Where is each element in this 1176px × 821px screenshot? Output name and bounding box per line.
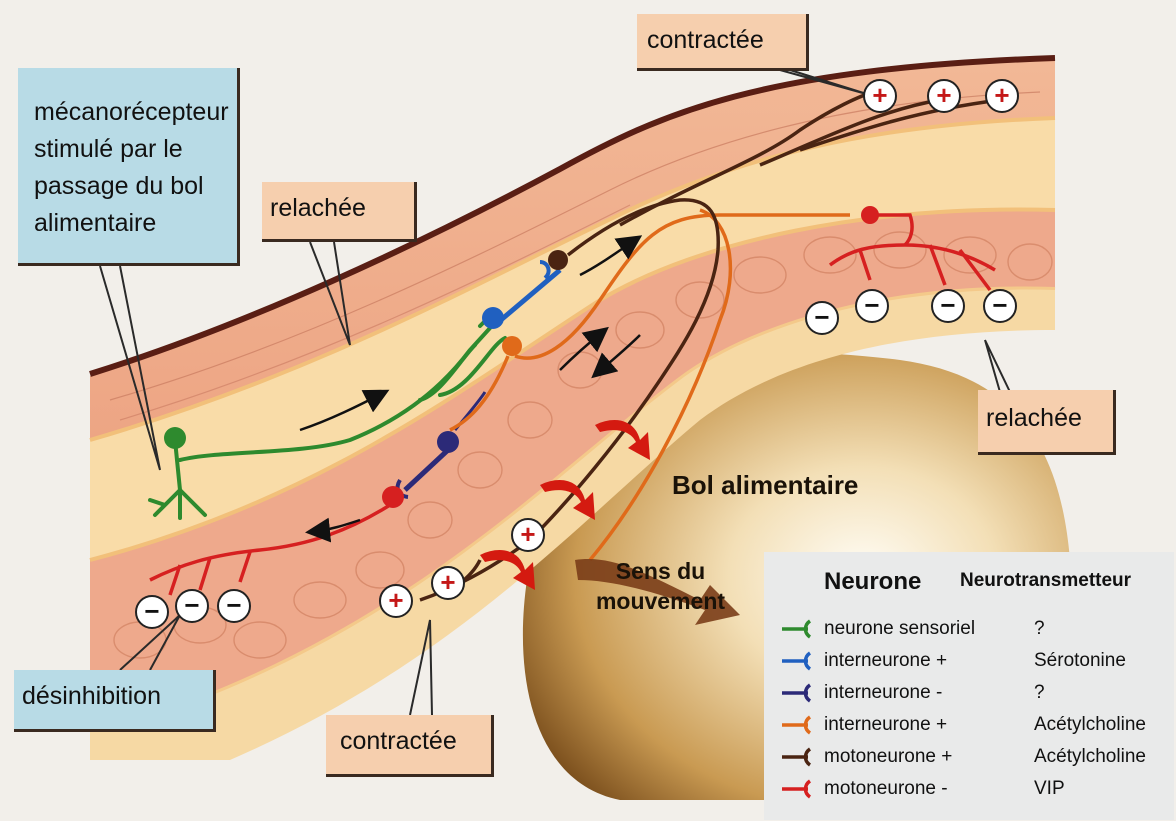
legend-transmitter: Acétylcholine	[1034, 714, 1146, 736]
svg-text:−: −	[864, 290, 879, 320]
legend-neuron-name: motoneurone -	[824, 778, 948, 800]
svg-text:+: +	[440, 567, 455, 597]
legend-neuron-name: motoneurone +	[824, 746, 952, 768]
bolus-label: Bol alimentaire	[672, 470, 858, 501]
legend-transmitter: Sérotonine	[1034, 650, 1126, 672]
relaxed-callout-top: relachée	[262, 182, 417, 242]
neuron-symbol-icon	[780, 715, 820, 735]
inhibitory-sign-icon: −	[176, 590, 208, 622]
legend-neuron-name: neurone sensoriel	[824, 618, 975, 640]
movement-label-line: mouvement	[588, 586, 733, 616]
disinhibition-callout: désinhibition	[14, 670, 216, 732]
legend-transmitter: ?	[1034, 682, 1045, 704]
legend-transmitter: Acétylcholine	[1034, 746, 1146, 768]
callout-line: stimulé par le	[34, 131, 223, 168]
inhibitory-sign-icon: −	[856, 290, 888, 322]
callout-line: mécanorécepteur	[34, 94, 223, 131]
relaxed-callout-right: relachée	[978, 390, 1116, 455]
legend: Neurone Neurotransmetteur neurone sensor…	[764, 552, 1174, 820]
svg-text:−: −	[184, 590, 199, 620]
svg-text:−: −	[814, 302, 829, 332]
svg-text:+: +	[994, 80, 1009, 110]
contracted-callout-top: contractée	[637, 14, 809, 71]
svg-text:−: −	[226, 590, 241, 620]
neuron-symbol-icon	[780, 779, 820, 799]
callout-line: alimentaire	[34, 205, 223, 242]
legend-row: interneurone + Sérotonine	[764, 646, 1174, 676]
excitatory-sign-icon: +	[928, 80, 960, 112]
legend-header-neurotransmitter: Neurotransmetteur	[960, 570, 1131, 592]
excitatory-sign-icon: +	[512, 519, 544, 551]
neuron-symbol-icon	[780, 683, 820, 703]
excitatory-sign-icon: +	[432, 567, 464, 599]
excitatory-sign-icon: +	[986, 80, 1018, 112]
legend-row: motoneurone - VIP	[764, 774, 1174, 804]
legend-transmitter: VIP	[1034, 778, 1065, 800]
sensory-neuron-body	[164, 427, 186, 449]
movement-label-line: Sens du	[588, 556, 733, 586]
legend-row: interneurone + Acétylcholine	[764, 710, 1174, 740]
svg-text:+: +	[872, 80, 887, 110]
svg-text:−: −	[144, 596, 159, 626]
inhibitory-sign-icon: −	[932, 290, 964, 322]
inhibitory-sign-icon: −	[218, 590, 250, 622]
svg-text:+: +	[388, 585, 403, 615]
neuron-symbol-icon	[780, 619, 820, 639]
svg-text:+: +	[936, 80, 951, 110]
inhibitory-sign-icon: −	[806, 302, 838, 334]
svg-text:−: −	[940, 290, 955, 320]
legend-row: neurone sensoriel ?	[764, 614, 1174, 644]
excitatory-sign-icon: +	[380, 585, 412, 617]
inhibitory-sign-icon: −	[984, 290, 1016, 322]
neuron-symbol-icon	[780, 747, 820, 767]
svg-text:+: +	[520, 519, 535, 549]
legend-row: motoneurone + Acétylcholine	[764, 742, 1174, 772]
inhibitory-sign-icon: −	[136, 596, 168, 628]
legend-header-neuron: Neurone	[824, 568, 921, 596]
legend-neuron-name: interneurone -	[824, 682, 942, 704]
legend-row: interneurone - ?	[764, 678, 1174, 708]
mechanoreceptor-callout: mécanorécepteur stimulé par le passage d…	[18, 68, 240, 266]
svg-text:−: −	[992, 290, 1007, 320]
movement-direction-label: Sens du mouvement	[588, 556, 733, 616]
legend-neuron-name: interneurone +	[824, 650, 947, 672]
legend-neuron-name: interneurone +	[824, 714, 947, 736]
excitatory-sign-icon: +	[864, 80, 896, 112]
legend-transmitter: ?	[1034, 618, 1045, 640]
neuron-symbol-icon	[780, 651, 820, 671]
contracted-callout-bottom: contractée	[326, 715, 494, 777]
callout-line: passage du bol	[34, 168, 223, 205]
